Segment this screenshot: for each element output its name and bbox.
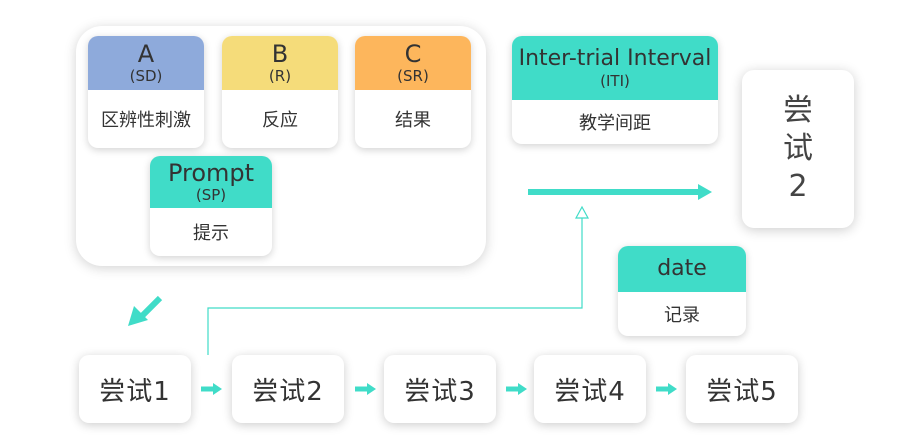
trial-arrow-4-head [668, 383, 677, 395]
trial-arrow-3-head [518, 383, 527, 395]
card-iti-abbr: (ITI) [600, 72, 630, 90]
card-b-header: B (R) [222, 36, 338, 90]
trial-4: 尝试4 [534, 355, 646, 423]
card-date: date 记录 [618, 246, 746, 336]
card-c-header: C (SR) [355, 36, 471, 90]
trial-connector-head [574, 205, 590, 219]
card-iti-label: 教学间距 [579, 113, 651, 134]
diagonal-arrow-line [137, 295, 163, 321]
card-a-letter: A [137, 40, 155, 68]
card-date-header: date [618, 246, 746, 292]
card-b-letter: B [271, 40, 289, 68]
card-iti-header: Inter-trial Interval (ITI) [512, 36, 718, 100]
card-prompt-abbr: (SP) [195, 186, 227, 204]
card-a-header: A (SD) [88, 36, 204, 90]
trial-next-box: 尝试2 [742, 70, 854, 228]
card-a: A (SD) 区辨性刺激 [88, 36, 204, 148]
card-prompt: Prompt (SP) 提示 [150, 156, 272, 256]
card-a-abbr: (SD) [129, 67, 163, 85]
trial-3: 尝试3 [384, 355, 496, 423]
card-c-label: 结果 [395, 110, 431, 131]
card-a-label: 区辨性刺激 [101, 110, 191, 131]
trial-arrow-2-head [367, 383, 376, 395]
card-b-label: 反应 [262, 110, 298, 131]
trial-5: 尝试5 [686, 355, 798, 423]
card-prompt-header: Prompt (SP) [150, 156, 272, 208]
card-prompt-title: Prompt [167, 159, 255, 187]
trial-1: 尝试1 [79, 355, 191, 423]
diagonal-arrow-head [128, 306, 148, 326]
trial-arrow-1-head [213, 383, 222, 395]
card-prompt-label: 提示 [193, 223, 229, 244]
iti-arrow-head [698, 184, 712, 200]
card-date-title: date [657, 256, 707, 281]
card-b-abbr: (R) [268, 67, 292, 85]
trial-next-label: 尝试2 [783, 93, 813, 204]
card-iti: Inter-trial Interval (ITI) 教学间距 [512, 36, 718, 144]
card-b: B (R) 反应 [222, 36, 338, 148]
card-iti-title: Inter-trial Interval [518, 46, 712, 71]
trial-2: 尝试2 [232, 355, 344, 423]
card-c-abbr: (SR) [397, 67, 429, 85]
trial-arrows [201, 383, 677, 395]
card-c: C (SR) 结果 [355, 36, 471, 148]
trial-connector-line [207, 216, 583, 355]
card-c-letter: C [404, 40, 422, 68]
card-date-label: 记录 [664, 305, 700, 326]
